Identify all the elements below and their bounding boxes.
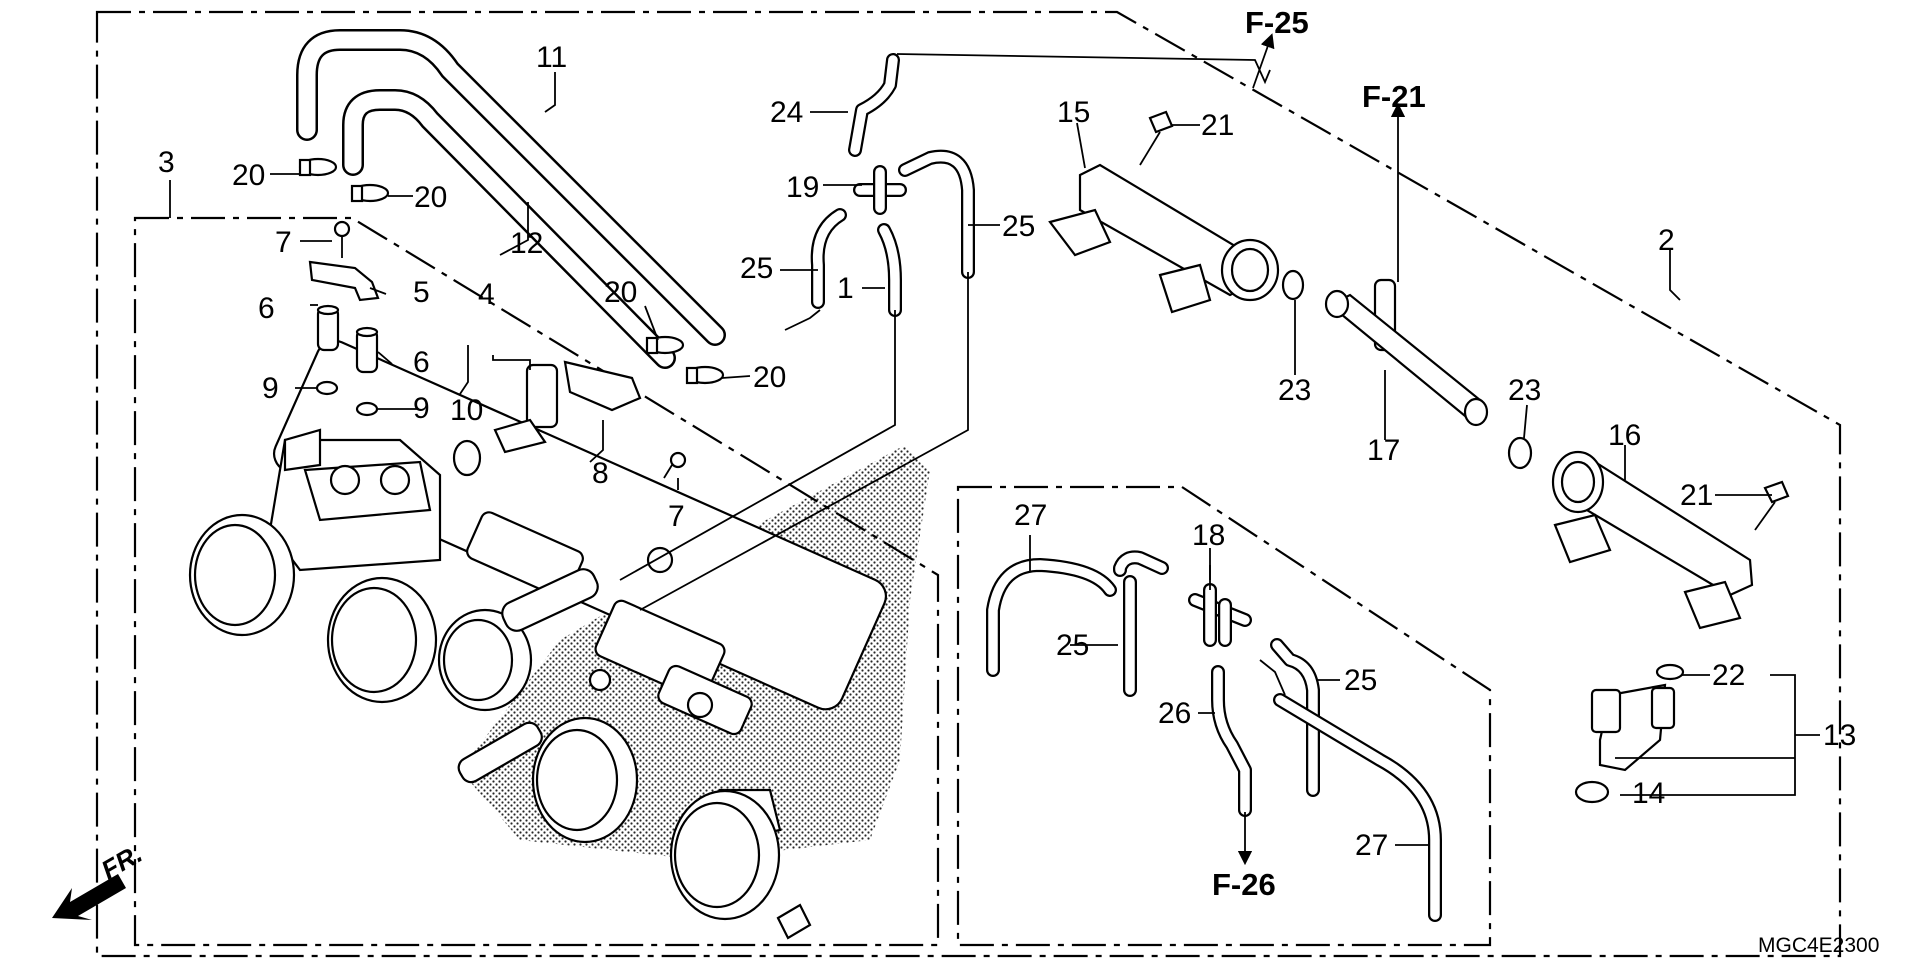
fuel-rail-15 (1048, 163, 1280, 314)
hose-12 (342, 89, 676, 369)
joint-19 (853, 165, 907, 215)
callout-25-a: 25 (740, 252, 773, 285)
callout-27-a: 27 (1014, 499, 1047, 532)
callout-1: 1 (837, 272, 854, 305)
o-ring-9-a (315, 380, 339, 396)
callout-2: 2 (1658, 224, 1675, 257)
joint-6-a (316, 304, 340, 352)
connection-line-upper (896, 53, 1271, 85)
clamp-20-b (350, 183, 390, 203)
callout-20-c: 20 (604, 276, 637, 309)
callout-21-b: 21 (1680, 479, 1713, 512)
seal-14 (1574, 780, 1610, 804)
callout-14: 14 (1632, 777, 1665, 810)
hose-set-boundary (956, 485, 1492, 947)
front-label: FR. (96, 838, 147, 885)
callout-25-b: 25 (1002, 210, 1035, 243)
callout-26: 26 (1158, 697, 1191, 730)
plate-5 (308, 260, 380, 302)
callout-24: 24 (770, 96, 803, 129)
callout-21-a: 21 (1201, 109, 1234, 142)
tube-24 (848, 53, 900, 157)
clamp-20-d (685, 365, 725, 385)
throttle-body-assembly (188, 339, 888, 940)
callout-4: 4 (478, 278, 495, 311)
tube-25-d (1270, 638, 1320, 797)
callout-3: 3 (158, 146, 175, 179)
tube-1 (877, 223, 902, 317)
callout-18: 18 (1192, 519, 1225, 552)
callout-8: 8 (592, 457, 609, 490)
sensor-4 (493, 363, 559, 454)
outer-boundary (95, 10, 1842, 958)
injector-13 (1590, 683, 1676, 772)
throttle-bore-1 (188, 513, 296, 637)
throttle-body-boundary (133, 216, 940, 947)
bolt-7-top (333, 220, 351, 258)
callout-labels: 1 2 3 4 5 6 6 7 7 8 9 9 10 11 12 13 14 1… (158, 41, 1856, 862)
front-arrow-icon (52, 874, 126, 920)
reference-f21: F-21 (1362, 79, 1426, 114)
callout-13: 13 (1823, 719, 1856, 752)
callout-10: 10 (450, 394, 483, 427)
callout-5: 5 (413, 276, 430, 309)
hose-11 (296, 29, 726, 346)
callout-20-a: 20 (232, 159, 265, 192)
callout-6-a: 6 (258, 292, 275, 325)
reference-f26: F-26 (1212, 867, 1276, 902)
callout-27-b: 27 (1355, 829, 1388, 862)
tube-25-b (898, 149, 975, 279)
clamp-20-c (645, 335, 685, 355)
tube-27-left (986, 558, 1117, 677)
connection-lines (619, 272, 969, 611)
callout-9-b: 9 (413, 392, 430, 425)
callout-25-d: 25 (1344, 664, 1377, 697)
o-ring-23-b (1507, 436, 1533, 470)
callout-19: 19 (786, 171, 819, 204)
o-ring-23-a (1281, 269, 1305, 301)
clamp-20-a (298, 157, 338, 177)
joint-17 (1324, 278, 1489, 427)
joint-6-b (355, 326, 379, 374)
reference-f25: F-25 (1245, 5, 1309, 40)
callout-20-d: 20 (753, 361, 786, 394)
diagram-code: MGC4E2300 (1758, 934, 1879, 957)
callout-16: 16 (1608, 419, 1641, 452)
callout-9-a: 9 (262, 372, 279, 405)
callout-23-b: 23 (1508, 374, 1541, 407)
throttle-bore-2 (326, 576, 438, 704)
callout-22: 22 (1712, 659, 1745, 692)
leader-lines (169, 72, 1820, 846)
joint-18 (1188, 583, 1252, 647)
throttle-bore-3 (437, 608, 533, 712)
tube-27-right (1273, 693, 1442, 922)
o-ring-9-b (355, 401, 379, 417)
callout-15: 15 (1057, 96, 1090, 129)
callout-7-a: 7 (275, 226, 292, 259)
tube-25-c (1113, 550, 1169, 697)
callout-23-a: 23 (1278, 374, 1311, 407)
callout-25-c: 25 (1056, 629, 1089, 662)
callout-11: 11 (536, 41, 567, 74)
throttle-bore-4 (531, 716, 639, 844)
callout-20-b: 20 (414, 181, 447, 214)
callout-17: 17 (1367, 434, 1400, 467)
o-ring-22 (1655, 663, 1685, 681)
bolt-7-bottom (663, 451, 687, 479)
throttle-bore-5 (669, 789, 781, 921)
tube-26 (1211, 665, 1252, 817)
bolt-21-a (1139, 110, 1174, 166)
o-ring-10 (452, 439, 482, 477)
tube-25-a (810, 208, 847, 309)
f25-arrow (1252, 33, 1275, 89)
callout-6-b: 6 (413, 346, 430, 379)
bolt-21-b (1754, 480, 1790, 531)
plate-8 (563, 360, 642, 412)
fuel-rail-16 (1551, 450, 1754, 630)
callout-7-b: 7 (668, 500, 685, 533)
callout-12: 12 (510, 227, 543, 260)
